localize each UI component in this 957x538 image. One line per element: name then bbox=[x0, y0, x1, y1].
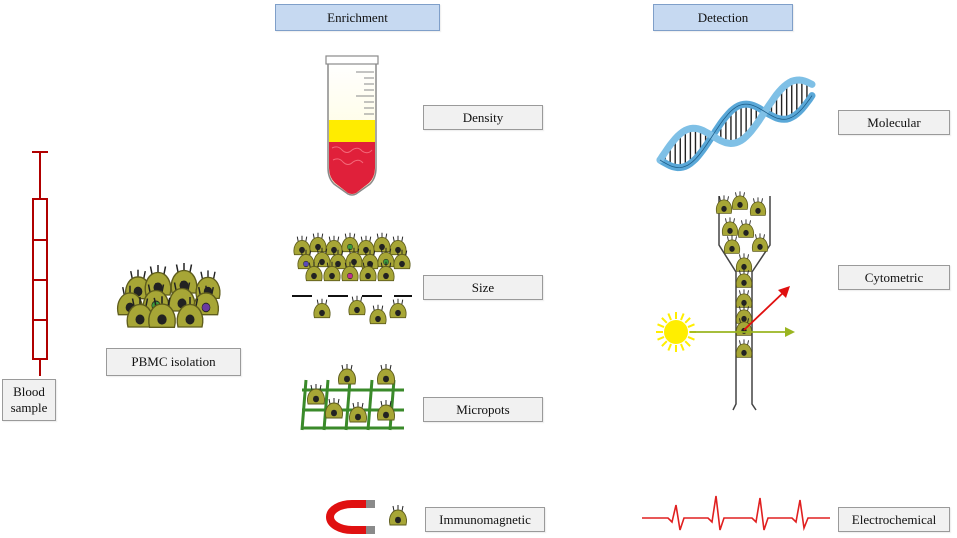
magnetic-cell-icon bbox=[388, 504, 408, 526]
size-filter-icon bbox=[292, 232, 412, 325]
cell-icon bbox=[348, 401, 368, 423]
detection-header: Detection bbox=[653, 4, 793, 31]
cell-icon bbox=[735, 288, 753, 308]
cell-icon bbox=[309, 232, 327, 253]
cell-icon bbox=[721, 216, 739, 236]
magnet-icon bbox=[326, 500, 375, 534]
cell-icon bbox=[341, 232, 359, 253]
cell-icon bbox=[731, 190, 749, 210]
cell-icon bbox=[341, 261, 359, 282]
density-label: Density bbox=[423, 105, 543, 130]
molecular-label: Molecular bbox=[838, 110, 950, 135]
cell-icon bbox=[737, 218, 755, 238]
cell-icon bbox=[192, 284, 220, 316]
cell-icon bbox=[389, 298, 407, 319]
blood-sample-label: Blood sample bbox=[2, 379, 56, 421]
cell-icon bbox=[389, 235, 407, 256]
flow-channel-icon bbox=[718, 196, 771, 411]
cell-icon bbox=[297, 249, 315, 270]
centrifuge-tube-icon bbox=[325, 55, 379, 196]
cell-icon bbox=[369, 304, 387, 325]
cytometric-label: Cytometric bbox=[838, 265, 950, 290]
micropots-label: Micropots bbox=[423, 397, 543, 422]
syringe-icon bbox=[32, 151, 48, 376]
cell-icon bbox=[348, 295, 366, 316]
cell-icon bbox=[735, 268, 753, 288]
enrichment-header: Enrichment bbox=[275, 4, 440, 31]
electrochemical-label: Electrochemical bbox=[838, 507, 950, 532]
cell-icon bbox=[373, 232, 391, 253]
cell-icon bbox=[751, 232, 769, 252]
trapped-cells bbox=[306, 363, 396, 423]
scatter-beam-icon bbox=[743, 286, 790, 331]
cell-icon bbox=[735, 338, 753, 358]
cell-icon bbox=[376, 363, 396, 385]
immunomagnetic-label: Immunomagnetic bbox=[425, 507, 545, 532]
cell-icon bbox=[337, 363, 357, 385]
dna-helix-icon bbox=[656, 76, 816, 172]
cell-icon bbox=[749, 196, 767, 216]
pbmc-isolation-label: PBMC isolation bbox=[106, 348, 241, 376]
cell-icon bbox=[313, 298, 331, 319]
size-label: Size bbox=[423, 275, 543, 300]
cell-icon bbox=[325, 235, 343, 256]
cell-icon bbox=[735, 252, 753, 272]
cell-icon bbox=[723, 234, 741, 254]
cell-icon bbox=[357, 235, 375, 256]
laser-beam-icon bbox=[690, 327, 795, 337]
cell-icon bbox=[306, 383, 326, 405]
pbmc-cluster-icon bbox=[116, 262, 221, 329]
ecg-signal-icon bbox=[642, 495, 830, 532]
cell-icon bbox=[293, 235, 311, 256]
cell-icon bbox=[324, 397, 344, 419]
light-source-icon bbox=[656, 312, 696, 352]
